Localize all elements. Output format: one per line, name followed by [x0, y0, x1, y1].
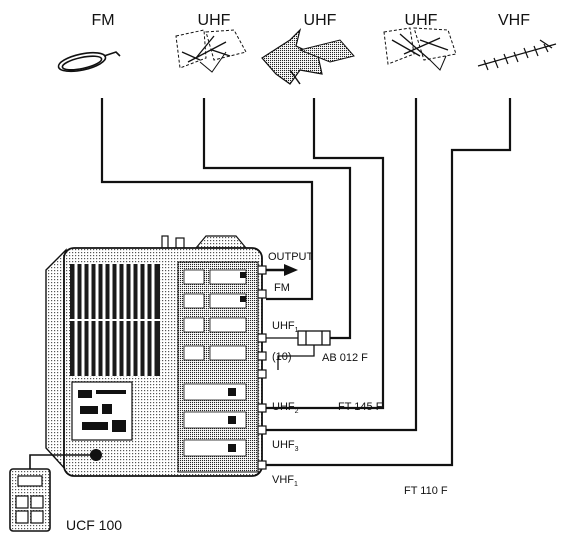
uhf3-cable [266, 98, 418, 432]
uhf1-port-label: UHF1 [272, 320, 299, 334]
resistor-symbol-label: (10) [272, 351, 292, 363]
uhf2-cable [266, 98, 385, 410]
output-arrow-icon [266, 264, 298, 276]
ucf100-remote-control [9, 468, 51, 532]
vhf-cable [266, 98, 512, 467]
antenna-label-fm: FM [91, 12, 114, 29]
remote-cable [29, 454, 96, 470]
fm-cable [100, 98, 314, 301]
uhf-grid-antenna-icon [175, 29, 247, 73]
antenna-label-vhf: VHF [498, 12, 530, 29]
output-port-label: OUTPUT [268, 251, 314, 263]
fm-loop-antenna-icon [57, 51, 121, 73]
ft110f-label: FT 110 F [404, 485, 448, 497]
ft145f-label: FT 145 F [338, 401, 383, 413]
uhf-panel-antenna-icon [261, 28, 355, 85]
ab012f-label: AB 012 F [322, 352, 368, 364]
multiswitch-amplifier-unit [45, 235, 267, 477]
uhf1-cable [202, 98, 352, 340]
uhf3-port-label: UHF3 [272, 439, 299, 453]
ucf100-label: UCF 100 [66, 517, 122, 533]
vhf-yagi-antenna-icon [477, 39, 557, 71]
antenna-label-uhf-3: UHF [405, 12, 438, 29]
uhf2-port-label: UHF2 [272, 401, 299, 415]
antenna-label-uhf-2: UHF [304, 12, 337, 29]
ab012f-filter-component [266, 330, 331, 370]
uhf-grid-antenna-icon [383, 27, 457, 71]
fm-port-label: FM [274, 282, 290, 294]
antenna-label-uhf-1: UHF [198, 12, 231, 29]
cooling-grille [70, 264, 160, 376]
vhf1-port-label: VHF1 [272, 474, 298, 488]
